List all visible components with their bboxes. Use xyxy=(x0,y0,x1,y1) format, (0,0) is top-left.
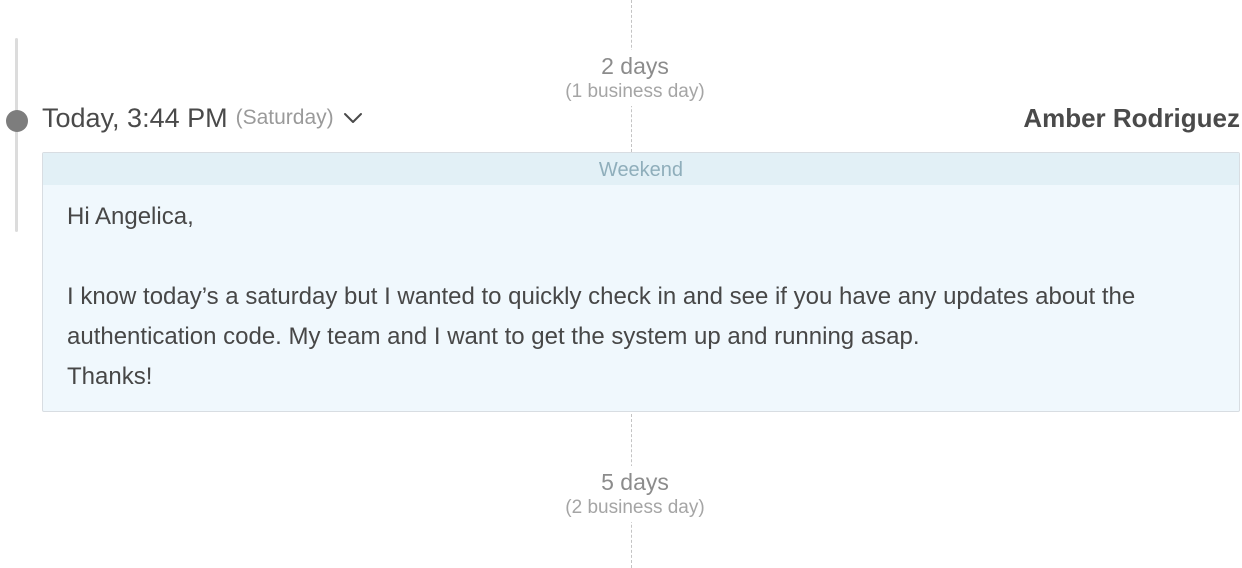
message-weekday: (Saturday) xyxy=(235,106,334,129)
time-gap-after: 5 days (2 business day) xyxy=(0,466,1242,522)
timeline-dot-icon xyxy=(6,110,28,132)
message-signoff: Thanks! xyxy=(67,363,153,390)
message-card: Weekend Hi Angelica, I know today’s a sa… xyxy=(42,152,1240,412)
message-paragraph: I know today’s a saturday but I wanted t… xyxy=(67,283,1136,350)
message-greeting: Hi Angelica, xyxy=(67,203,194,230)
chevron-down-icon[interactable] xyxy=(342,107,364,129)
message-sender: Amber Rodriguez xyxy=(1023,102,1240,133)
gap-days-text: 5 days xyxy=(601,469,669,495)
time-gap-label: 2 days (1 business day) xyxy=(557,50,713,106)
message-timestamp: Today, 3:44 PM xyxy=(42,102,228,133)
gap-days-text: 2 days xyxy=(601,53,669,79)
time-gap-label: 5 days (2 business day) xyxy=(557,466,713,522)
message-spacer xyxy=(67,237,1215,277)
weekend-banner: Weekend xyxy=(43,153,1239,185)
gap-business-days-text: (2 business day) xyxy=(565,497,705,518)
message-body: Hi Angelica, I know today’s a saturday b… xyxy=(43,185,1239,397)
message-header: Today, 3:44 PM (Saturday) Amber Rodrigue… xyxy=(42,98,1242,138)
gap-business-days-text: (1 business day) xyxy=(565,81,705,102)
thread-line xyxy=(15,38,18,232)
time-gap-before: 2 days (1 business day) xyxy=(0,50,1242,106)
